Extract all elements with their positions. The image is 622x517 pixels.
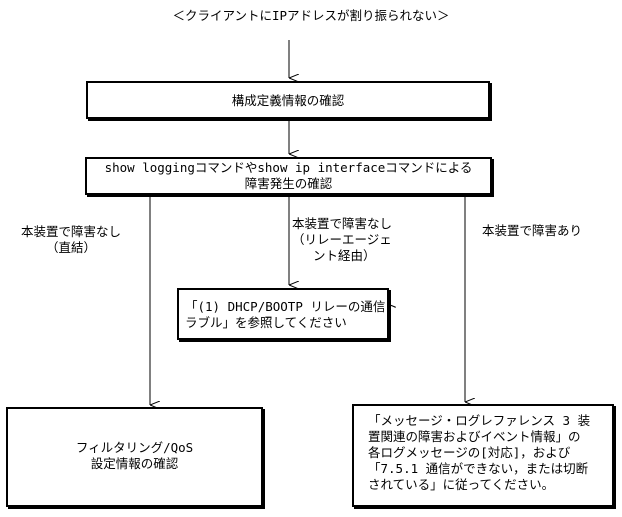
edge-label-relay-line1: 本装置で障害なし xyxy=(292,216,393,231)
logging-check-line2: 障害発生の確認 xyxy=(244,176,333,191)
dhcp-reference-line2: ラブル」を参照してください xyxy=(185,315,347,330)
message-reference-line3: 各ログメッセージの[対応]，および xyxy=(368,445,571,460)
dhcp-reference-line1: 「(1) DHCP/BOOTP リレーの通信ト xyxy=(185,299,398,314)
filter-check-box: フィルタリング/QoS 設定情報の確認 xyxy=(6,407,263,507)
dhcp-reference-box: 「(1) DHCP/BOOTP リレーの通信ト ラブル」を参照してください xyxy=(177,288,398,340)
config-check-box: 構成定義情報の確認 xyxy=(86,81,490,119)
edge-label-direct-line1: 本装置で障害なし xyxy=(20,224,121,239)
filter-check-line1: フィルタリング/QoS xyxy=(75,440,194,455)
edge-label-fault: 本装置で障害あり xyxy=(482,223,583,238)
message-reference-line1: 「メッセージ・ログレファレンス 3 装 xyxy=(368,413,591,428)
logging-check-line1: show loggingコマンドやshow ip interfaceコマンドによ… xyxy=(104,160,473,175)
edge-label-relay-line3: ント経由） xyxy=(313,248,376,263)
message-reference-line4: 「7.5.1 通信ができない，または切断 xyxy=(368,461,589,476)
edge-label-direct-line2: （直結） xyxy=(45,240,96,255)
config-check-label: 構成定義情報の確認 xyxy=(231,93,345,108)
message-reference-box: 「メッセージ・ログレファレンス 3 装 置関連の障害およびイベント情報」の 各ロ… xyxy=(352,404,614,507)
filter-check-line2: 設定情報の確認 xyxy=(90,456,179,471)
flow-title: ＜クライアントにIPアドレスが割り振られない＞ xyxy=(172,8,450,23)
message-reference-line2: 置関連の障害およびイベント情報」の xyxy=(368,429,581,444)
edge-label-relay-line2: （リレーエージェ xyxy=(292,232,392,247)
logging-check-box: show loggingコマンドやshow ip interfaceコマンドによ… xyxy=(85,157,492,195)
message-reference-line5: されている」に従ってください。 xyxy=(368,477,555,492)
